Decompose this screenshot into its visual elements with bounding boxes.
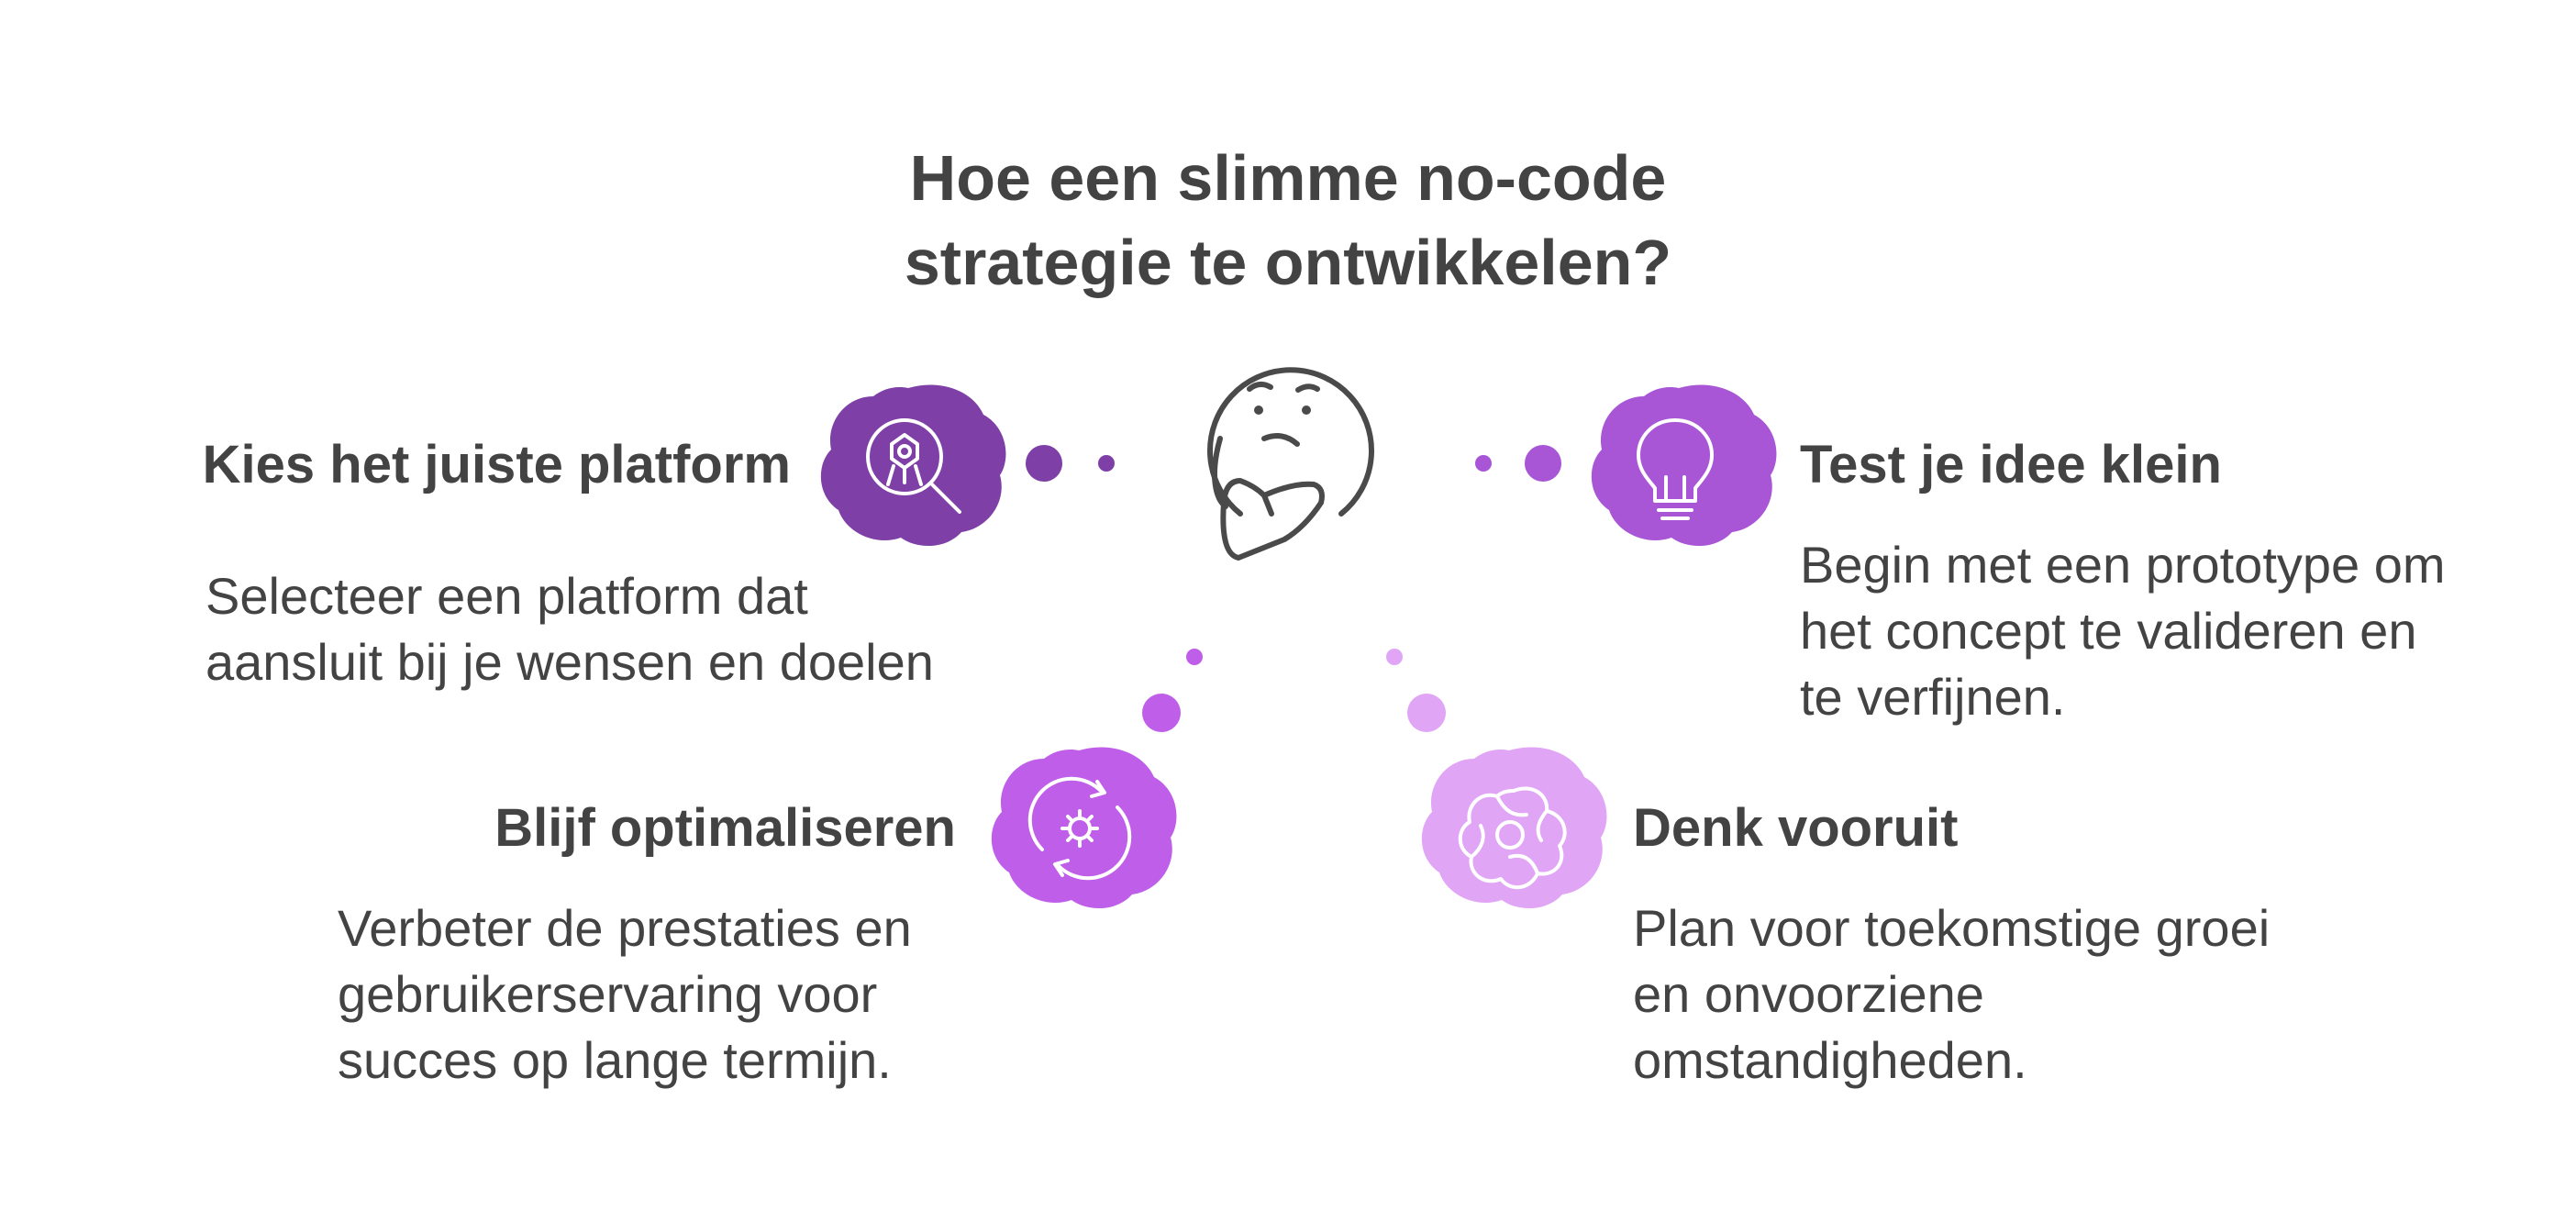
diagram-title: Hoe een slimme no-code strategie te ontw…	[0, 136, 2576, 305]
optimize-description-line: Verbeter de prestaties en	[338, 899, 912, 957]
future-badge	[1421, 747, 1607, 909]
optimize-heading: Blijf optimaliseren	[494, 798, 956, 858]
optimize-description-line: gebruikerservaring voor	[338, 965, 878, 1023]
platform-description-line: aansluit bij je wensen en doelen	[205, 633, 934, 691]
test-heading: Test je idee klein	[1800, 435, 2222, 494]
future-description-line: omstandigheden.	[1633, 1031, 2027, 1089]
connector-dots	[1026, 445, 1561, 732]
lightbulb-icon	[1637, 418, 1714, 520]
thinking-face-icon	[1207, 367, 1374, 561]
test-description-line: te verfijnen.	[1800, 668, 2066, 726]
dot-test-small	[1475, 455, 1492, 472]
platform-heading: Kies het juiste platform	[202, 435, 791, 494]
optimize-description-line: succes op lange termijn.	[338, 1031, 892, 1089]
robot-search-icon	[866, 418, 961, 514]
dot-future-large	[1407, 694, 1446, 732]
swirl-flower-icon	[1458, 786, 1567, 889]
future-description-line: en onvoorziene	[1633, 965, 1984, 1023]
future-description-line: Plan voor toekomstige groei	[1633, 899, 2271, 957]
dot-optimize-large	[1142, 694, 1181, 732]
platform-description-line: Selecteer een platform dat	[205, 567, 808, 625]
gear-cycle-icon	[1027, 776, 1132, 881]
dot-optimize-small	[1186, 649, 1203, 665]
test-badge	[1591, 384, 1777, 547]
dot-platform-small	[1098, 455, 1115, 472]
optimize-description: Verbeter de prestaties en gebruikerserva…	[338, 895, 912, 1094]
test-description: Begin met een prototype om het concept t…	[1800, 532, 2446, 730]
dot-test-large	[1525, 445, 1561, 482]
test-description-line: het concept te valideren en	[1800, 602, 2417, 660]
test-description-line: Begin met een prototype om	[1800, 536, 2446, 594]
dot-future-small	[1386, 649, 1403, 665]
title-line-2: strategie te ontwikkelen?	[904, 227, 1672, 298]
platform-badge	[820, 384, 1006, 547]
future-heading: Denk vooruit	[1633, 798, 1959, 858]
title-line-1: Hoe een slimme no-code	[909, 142, 1667, 214]
dot-platform-large	[1026, 445, 1062, 482]
future-description: Plan voor toekomstige groei en onvoorzie…	[1633, 895, 2270, 1094]
platform-description: Selecteer een platform dat aansluit bij …	[205, 563, 934, 695]
optimize-badge	[991, 747, 1177, 909]
